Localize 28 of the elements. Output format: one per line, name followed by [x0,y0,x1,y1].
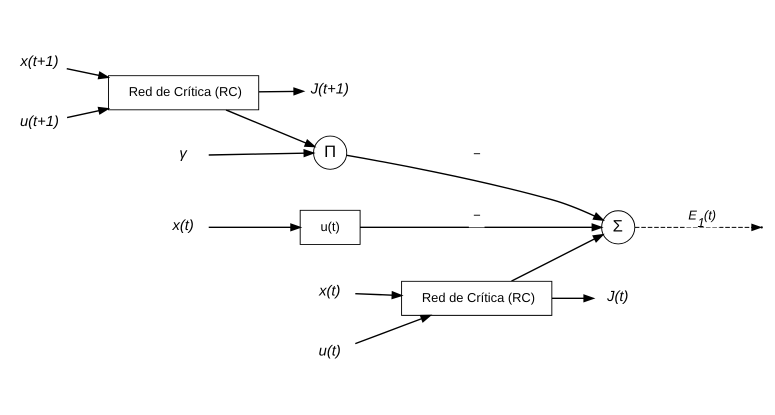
node-text: x(t) [319,282,340,299]
arrow [552,294,596,302]
arrow [346,154,605,221]
node-text: u(t) [318,342,341,359]
node-text: J(t+1) [310,81,349,98]
arrow [66,106,110,118]
node-circle: Π [313,135,348,170]
arrow [208,148,316,157]
arrow [258,86,306,96]
edge-label: − [473,145,481,160]
node-text: x(t) [172,217,194,234]
node-text: J(t) [607,288,628,304]
node-text: γ [179,146,187,162]
node-circle: Σ [601,210,636,244]
node-box: Red de Crítica (RC) [401,280,552,316]
arrow [208,222,302,232]
node-box: Red de Crítica (RC) [108,74,260,110]
arrow [634,222,762,231]
arrow [66,68,110,79]
edge-label: − [473,207,481,222]
node-text: u(t+1) [20,113,59,130]
node-text: x(t+1) [20,53,59,70]
arrow [355,290,404,299]
arrow [511,233,605,282]
arrow [360,222,604,232]
node-box: u(t) [300,209,361,244]
arrow [226,108,317,147]
arrow [355,314,432,344]
